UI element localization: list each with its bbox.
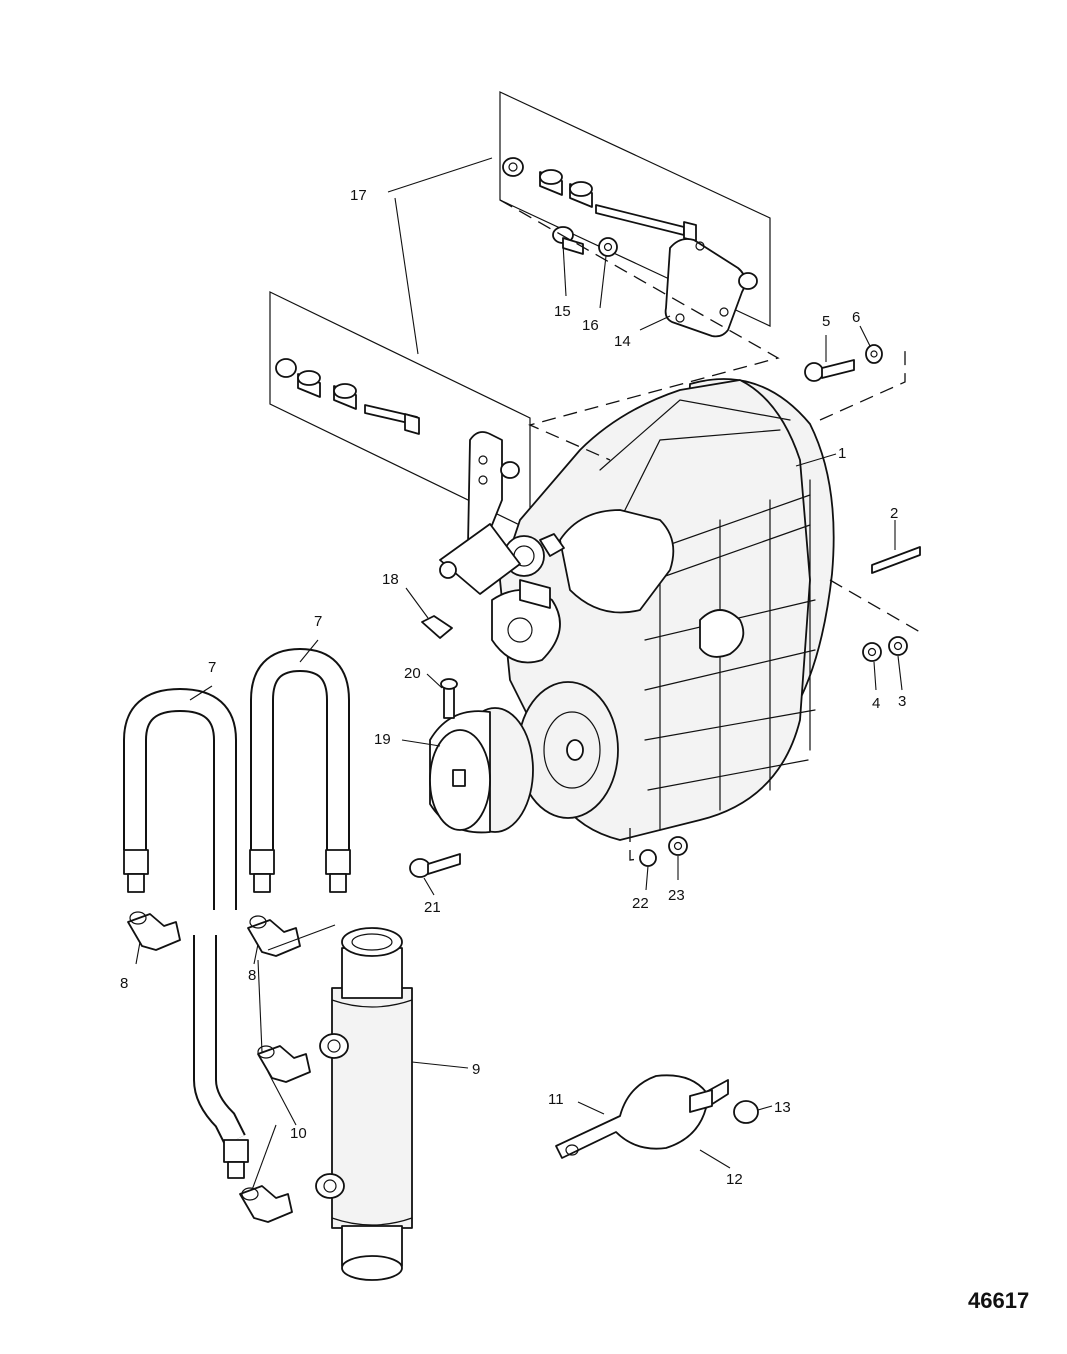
callout-13: 13: [774, 1099, 791, 1116]
callout-16: 16: [582, 317, 599, 334]
washer-3: [888, 636, 908, 656]
callout-21: 21: [424, 899, 441, 916]
sensor-18: [421, 615, 453, 639]
bolt-5-head: [804, 362, 824, 382]
callout-1: 1: [838, 445, 846, 462]
leader-lines: [135, 243, 903, 1191]
callout-4: 4: [872, 695, 880, 712]
drawing-number: 46617: [968, 1288, 1029, 1313]
callout-10: 10: [290, 1125, 307, 1142]
washer-6: [865, 344, 883, 364]
callout-14: 14: [614, 333, 631, 350]
callout-12: 12: [726, 1171, 743, 1188]
callout-20: 20: [404, 665, 421, 682]
callout-7-right: 7: [314, 613, 322, 630]
callout-23: 23: [668, 887, 685, 904]
output-flange-assembly: [409, 678, 688, 878]
elbow-fittings: [127, 911, 311, 1223]
stud-2: [871, 546, 921, 574]
callout-5: 5: [822, 313, 830, 330]
nut-13: [733, 1100, 759, 1124]
callout-22: 22: [632, 895, 649, 912]
cooler-clamp: [555, 1074, 759, 1159]
callout-9: 9: [472, 1061, 480, 1078]
callout-19: 19: [374, 731, 391, 748]
callout-8-left: 8: [120, 975, 128, 992]
callout-8-right: 8: [248, 967, 256, 984]
upper-mount-kit-panel: [499, 91, 771, 338]
callout-6: 6: [852, 309, 860, 326]
fasteners-right: [804, 344, 921, 662]
assembly-dashed-lines: [499, 199, 921, 861]
hoses: [123, 647, 351, 1179]
callout-15: 15: [554, 303, 571, 320]
callout-18: 18: [382, 571, 399, 588]
nut-4: [862, 642, 882, 662]
callout-17-leader: [387, 157, 493, 193]
callout-7-left: 7: [208, 659, 216, 676]
callout-3: 3: [898, 693, 906, 710]
oil-cooler: [315, 927, 413, 1281]
lower-mount-kit-panel: [269, 291, 531, 551]
callout-2: 2: [890, 505, 898, 522]
callout-11: 11: [548, 1091, 564, 1108]
callout-17: 17: [350, 187, 367, 204]
